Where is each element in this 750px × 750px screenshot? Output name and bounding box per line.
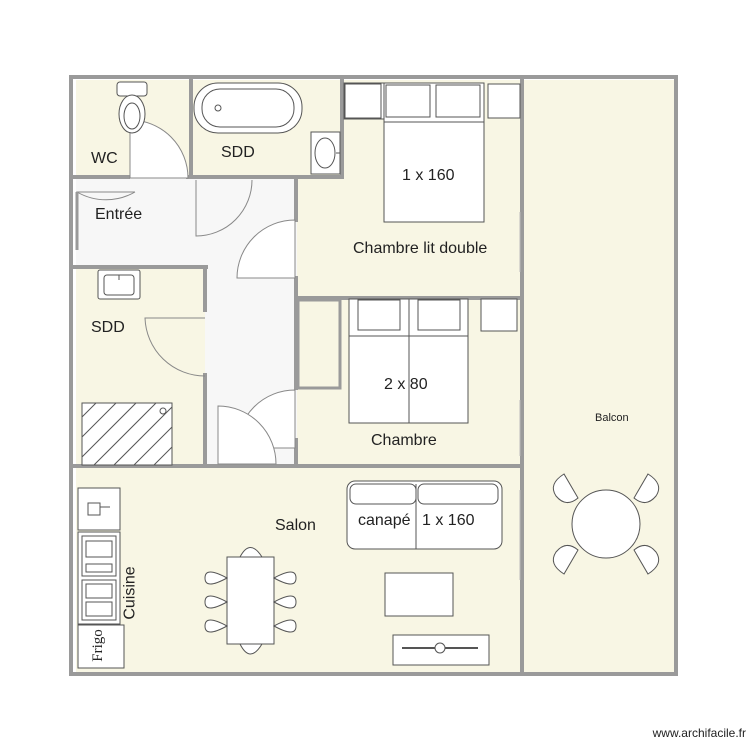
door-hall-bottom: [217, 405, 277, 465]
tv-stand: [392, 634, 490, 666]
bed-twin: [348, 298, 469, 424]
sink-left: [97, 269, 141, 300]
doors: [75, 119, 521, 580]
sink-top: [310, 131, 341, 175]
room-label-cuisine: Cuisine: [121, 566, 139, 620]
nightstand-top-left: [344, 83, 382, 119]
door-sdd-left: [144, 317, 206, 377]
dining-set: [204, 547, 297, 655]
fridge: [77, 624, 125, 669]
bed-label-double: 1 x 160: [402, 167, 455, 184]
closet: [296, 298, 342, 390]
room-label-sdd-top: SDD: [221, 144, 255, 161]
sofa-label-left: canapé: [358, 512, 411, 529]
kitchen-counter: [77, 487, 125, 669]
toilet: [116, 81, 148, 134]
room-balcon: [524, 80, 674, 672]
nightstand-top-right: [487, 83, 521, 119]
shower: [81, 402, 173, 466]
bed-label-twin: 2 x 80: [384, 376, 428, 393]
nightstand-bedroom: [480, 298, 518, 332]
door-sdd-top: [195, 179, 253, 237]
credit-text: www.archifacile.fr: [652, 726, 746, 740]
door-bedroom-double: [236, 219, 296, 279]
sofa-label-right: 1 x 160: [422, 512, 475, 529]
fridge-label: Frigo: [89, 629, 106, 662]
room-label-bedroom: Chambre: [371, 432, 437, 449]
coffee-table: [384, 572, 454, 617]
balcony-table-set: [552, 473, 660, 575]
room-label-wc: WC: [91, 150, 118, 167]
sofa: [346, 480, 503, 550]
bathtub: [193, 82, 303, 134]
room-label-balcon: Balcon: [595, 412, 629, 424]
room-label-salon: Salon: [275, 517, 316, 534]
room-label-entree: Entrée: [95, 206, 143, 223]
walls: [69, 75, 678, 676]
room-label-sdd-left: SDD: [91, 319, 125, 336]
room-label-bedroom-double: Chambre lit double: [353, 240, 488, 257]
